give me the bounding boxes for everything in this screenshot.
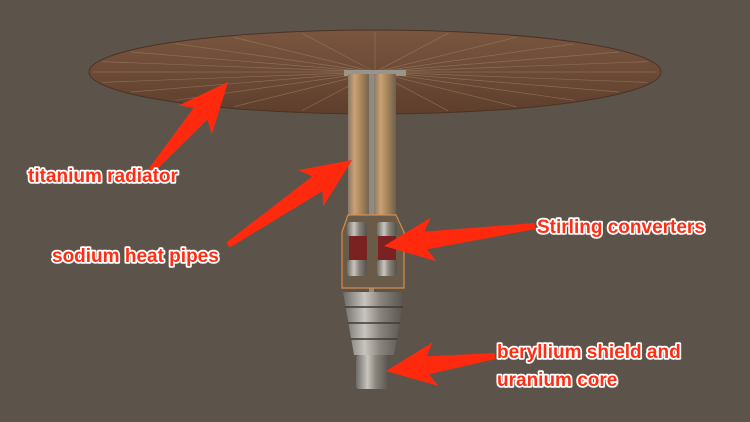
- beryllium-shield: [343, 292, 405, 355]
- arrow-to-heat-pipes-icon: [226, 160, 352, 248]
- stirling-converters: [341, 214, 405, 289]
- arrow-to-radiator-icon: [147, 82, 228, 174]
- label-stirling-converters: Stirling converters: [537, 217, 705, 238]
- uranium-core: [356, 355, 389, 389]
- label-titanium-radiator: titanium radiator: [28, 166, 179, 187]
- label-uranium-core: uranium core: [497, 370, 617, 391]
- sodium-heat-pipes: [344, 70, 406, 294]
- arrow-to-core-icon: [386, 342, 496, 386]
- arrow-to-converters-icon: [384, 217, 536, 262]
- label-sodium-heat-pipes: sodium heat pipes: [52, 246, 219, 267]
- label-beryllium-shield: beryllium shield and: [497, 342, 681, 363]
